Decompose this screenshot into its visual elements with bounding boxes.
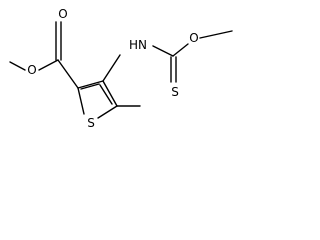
atom-ring-sulfur: S xyxy=(87,116,95,130)
bond-thio-c-ether-o xyxy=(172,43,189,57)
bond-ester-o-carbonyl-c xyxy=(38,59,59,71)
bond-carbonyl-ring xyxy=(57,59,79,89)
bond-nh-thio-c xyxy=(152,45,174,57)
atom-thione-sulfur: S xyxy=(171,85,179,99)
bond-ring-c5-c4 xyxy=(102,80,118,107)
bond-ring-nh xyxy=(102,54,121,82)
bond-ring-s-c5 xyxy=(97,105,118,119)
bond-ring-c5-c4-inner xyxy=(99,84,113,105)
bond-methyl-ester-o xyxy=(9,61,26,71)
bond-ring-c4-c3-inner xyxy=(80,83,100,90)
atom-amine-nitrogen: HN xyxy=(129,38,147,52)
atom-ester-carbonyl-oxygen: O xyxy=(58,7,67,21)
bond-ring-c2-s xyxy=(77,87,85,115)
atom-thioester-ether-oxygen: O xyxy=(189,31,198,45)
bond-ring-c4-c3 xyxy=(77,80,104,89)
bond-ether-o-methyl xyxy=(199,30,233,39)
atom-labels: O O HN O S S xyxy=(27,7,198,130)
bond-lines xyxy=(9,21,233,119)
chemical-structure-diagram: O O HN O S S xyxy=(9,7,233,130)
atom-ester-ether-oxygen: O xyxy=(27,63,36,77)
